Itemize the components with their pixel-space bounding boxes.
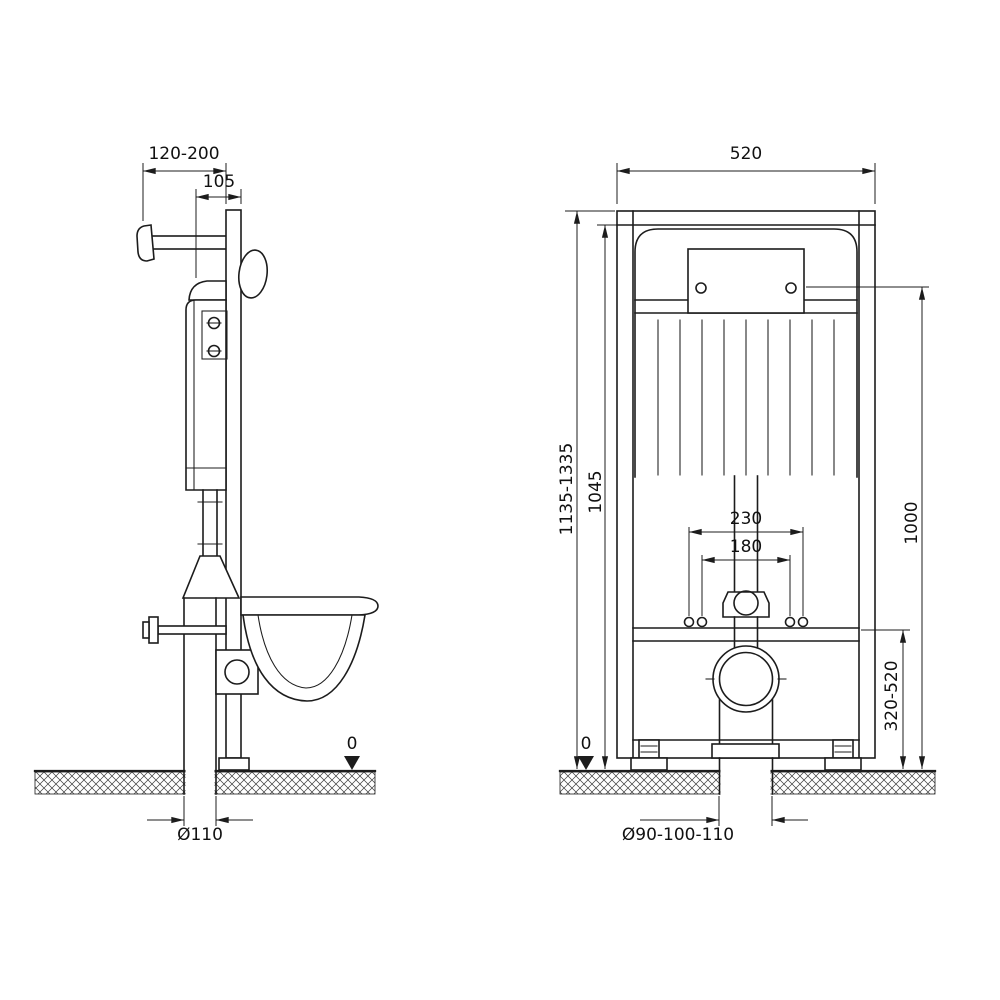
cistern-cap-side: [188, 280, 227, 301]
cistern-front: [634, 228, 858, 478]
floor-zero-side-marker: [344, 756, 360, 770]
floor-pipe-opening-left: [185, 769, 215, 795]
frame-width-label: 520: [730, 144, 762, 164]
adjustable-foot-left: [630, 739, 668, 771]
dim-floor-zero-side: 0: [344, 734, 360, 770]
cistern-bracket: [201, 310, 228, 360]
dim-frame-height: 1045: [586, 224, 631, 770]
dim-overall-height-range: 1135-1335: [557, 210, 615, 770]
flush-plate-side: [136, 224, 155, 262]
toilet-bowl: [240, 596, 379, 702]
cistern-ribs: [657, 319, 835, 476]
outlet-diameter-range-label: Ø90-100-110: [622, 825, 734, 845]
cistern-fixing-height-label: 1000: [902, 501, 922, 544]
depth-range-label: 120-200: [148, 144, 219, 164]
floor-zero-front-marker: [578, 756, 594, 770]
trap-elbow-box: [215, 649, 259, 695]
frame-foot-side: [218, 757, 250, 771]
frame-height-label: 1045: [586, 470, 606, 513]
dim-cistern-fixing-height: 1000: [806, 286, 929, 770]
trap-elbow-circle: [224, 659, 250, 685]
fixing-hole-outer-right: [797, 616, 809, 628]
frame-depth-label: 105: [203, 172, 235, 192]
dim-floor-zero-front: 0: [578, 734, 594, 770]
cistern-side: [185, 299, 227, 491]
dim-outlet-diameter-range: Ø90-100-110: [622, 796, 808, 845]
dim-fixing-spacing-inner: 180: [701, 537, 791, 616]
fixing-hole-inner-right: [784, 616, 796, 628]
fixing-spacing-outer-label: 230: [730, 509, 762, 529]
fixing-spacing-inner-label: 180: [730, 537, 762, 557]
plate-fixing-left: [695, 282, 707, 294]
outlet-height-range-label: 320-520: [882, 660, 902, 731]
overall-height-range-label: 1135-1335: [557, 443, 577, 536]
floor-pipe-opening-right: [720, 769, 771, 795]
support-arm: [149, 235, 228, 250]
plate-fixing-right: [785, 282, 797, 294]
drain-diameter-side-label: Ø110: [177, 825, 223, 845]
dim-frame-depth: 105: [195, 172, 242, 278]
adjustable-foot-right: [824, 739, 862, 771]
front-view: [616, 210, 876, 795]
mounting-rod: [142, 616, 227, 644]
floor-zero-front-label: 0: [581, 734, 592, 754]
side-view: [136, 209, 379, 795]
drain-outlet-front: [705, 645, 787, 795]
dim-outlet-height-range: 320-520: [861, 629, 910, 770]
fixing-hole-outer-left: [683, 616, 695, 628]
dim-frame-width: 520: [616, 144, 876, 204]
access-box: [687, 248, 805, 314]
flush-bend-oval: [237, 249, 269, 299]
flush-pipe-side: [181, 489, 241, 599]
dim-fixing-spacing-outer: 230: [688, 509, 804, 616]
fixing-hole-inner-left: [696, 616, 708, 628]
floor-zero-side-label: 0: [347, 734, 358, 754]
dim-drain-diameter-side: Ø110: [147, 796, 253, 845]
